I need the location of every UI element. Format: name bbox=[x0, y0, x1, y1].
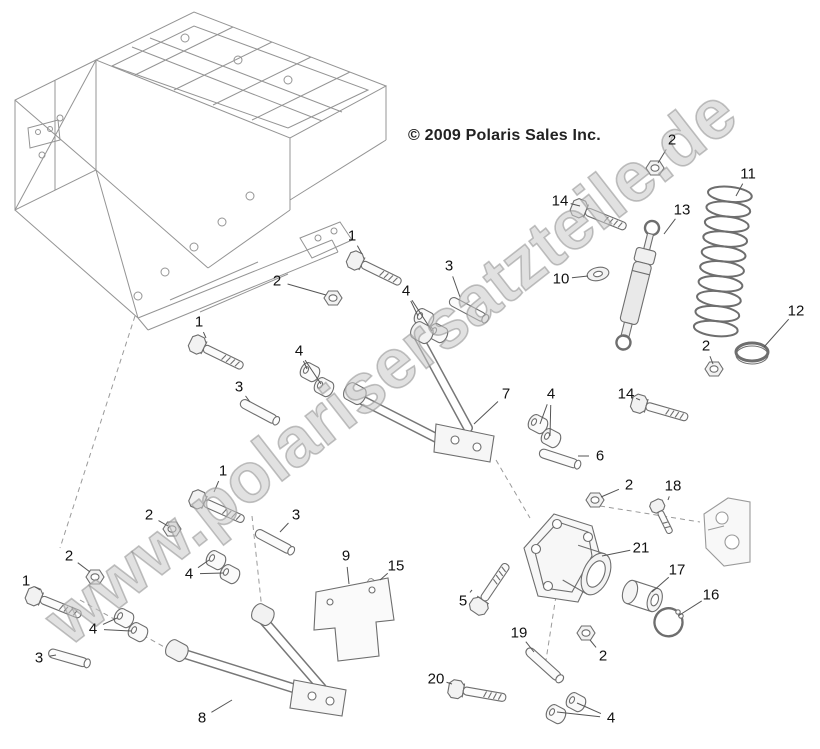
bolt-1-a bbox=[343, 248, 406, 292]
shock-absorber-13 bbox=[610, 217, 665, 353]
leader-line bbox=[763, 318, 790, 348]
leader-lines bbox=[34, 149, 790, 718]
leader-line bbox=[667, 496, 670, 501]
leader-line bbox=[525, 641, 535, 653]
leader-line bbox=[379, 572, 389, 581]
bolt-18 bbox=[647, 497, 678, 537]
bolt-20 bbox=[446, 678, 508, 708]
part-upper-a-arm-7 bbox=[340, 318, 495, 463]
leader-line bbox=[473, 401, 499, 425]
leader-line bbox=[570, 203, 581, 207]
nut-2-d bbox=[585, 492, 605, 508]
leader-line bbox=[102, 617, 118, 625]
leader-line bbox=[49, 654, 57, 657]
leader-line bbox=[601, 549, 631, 557]
coil-spring-11 bbox=[692, 183, 754, 340]
leader-line bbox=[303, 360, 308, 370]
part-knuckle-21 bbox=[523, 513, 612, 603]
bushing-17 bbox=[619, 577, 666, 615]
leader-line bbox=[245, 395, 251, 403]
spacer-19 bbox=[523, 645, 566, 685]
nut-2-c bbox=[704, 361, 724, 377]
leader-line bbox=[411, 299, 433, 332]
bolt-1-b bbox=[185, 332, 248, 376]
leader-line bbox=[202, 331, 207, 339]
frame-drawing bbox=[14, 11, 388, 331]
leader-line bbox=[539, 404, 548, 425]
part-guard-9 bbox=[313, 577, 395, 662]
part-brake-caliper bbox=[703, 497, 751, 567]
leader-line bbox=[469, 589, 473, 593]
leader-line bbox=[279, 522, 289, 533]
bolt-5 bbox=[466, 558, 516, 619]
leader-line bbox=[77, 562, 91, 573]
leader-line bbox=[571, 275, 589, 279]
leader-line bbox=[158, 520, 169, 527]
leader-line bbox=[576, 702, 602, 715]
bushing-4-f1 bbox=[563, 690, 589, 715]
leader-line bbox=[356, 245, 363, 255]
leader-line bbox=[600, 488, 620, 498]
leader-line bbox=[677, 600, 702, 617]
leader-line bbox=[452, 276, 461, 298]
washer-10 bbox=[585, 264, 611, 284]
leader-line bbox=[709, 356, 714, 365]
leader-line bbox=[287, 283, 327, 296]
leader-line bbox=[410, 300, 419, 317]
bolt-14-b bbox=[628, 392, 691, 427]
spacer-6 bbox=[537, 447, 583, 471]
spacer-3-c bbox=[253, 527, 297, 557]
spring-retainer-12 bbox=[734, 341, 770, 366]
leader-line bbox=[304, 359, 322, 385]
leader-line bbox=[556, 711, 601, 718]
leader-line bbox=[103, 629, 132, 632]
snap-ring-16 bbox=[653, 607, 685, 638]
leader-line bbox=[663, 218, 676, 235]
bushing-4-f2 bbox=[543, 702, 569, 727]
leader-line bbox=[589, 639, 597, 648]
leader-line bbox=[197, 559, 210, 569]
leader-line bbox=[213, 480, 220, 493]
leader-line bbox=[446, 681, 453, 685]
leader-line bbox=[199, 572, 224, 575]
leader-line bbox=[657, 149, 667, 164]
leader-line bbox=[34, 586, 41, 591]
part-lower-a-arm-8 bbox=[162, 600, 347, 717]
leader-line bbox=[735, 183, 744, 197]
copyright-text: © 2009 Polaris Sales Inc. bbox=[408, 127, 601, 144]
leader-line bbox=[651, 576, 670, 593]
watermark-text: www.polarisersatzteile.de bbox=[29, 73, 750, 660]
nut-2-g bbox=[576, 625, 596, 641]
leader-line bbox=[346, 566, 350, 585]
leader-line bbox=[549, 404, 552, 437]
nut-2-b bbox=[323, 290, 343, 306]
leader-line bbox=[635, 397, 641, 401]
leader-line bbox=[211, 699, 233, 713]
